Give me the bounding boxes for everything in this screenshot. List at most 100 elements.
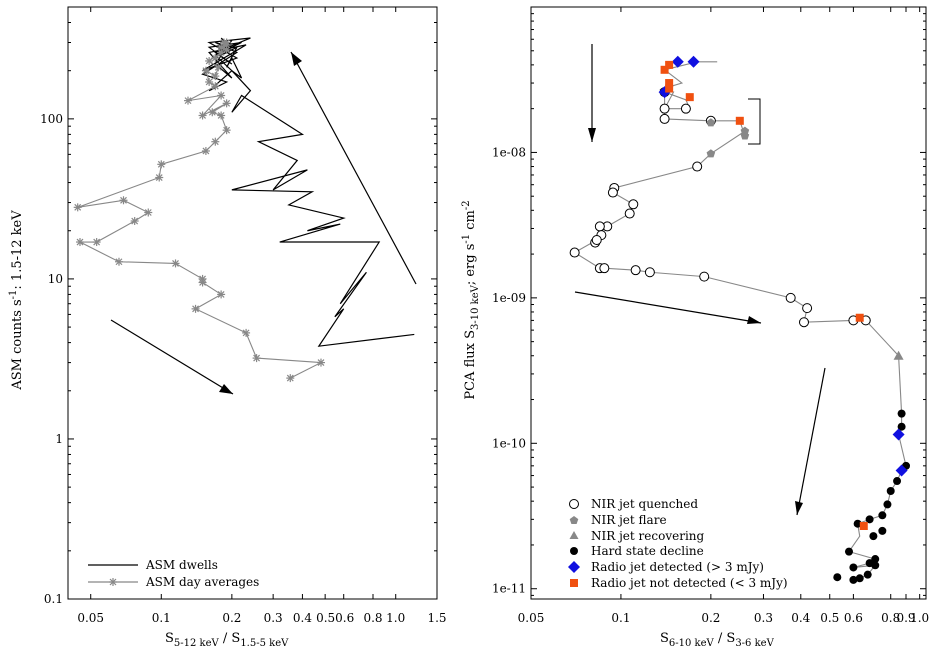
asm-day-average-point [242, 328, 251, 337]
star-stroke [214, 63, 222, 71]
left-xlabel-main: S [165, 631, 174, 646]
right-xlabel-sub2: 3-6 keV [735, 638, 774, 649]
left-xlabel-sub1: 5-12 keV [174, 638, 220, 649]
left-arrow-up [290, 51, 417, 285]
star-stroke [217, 290, 225, 298]
radio-jet-not-detected-3-mjy-point [685, 93, 694, 102]
left-x-tick-label: 0.05 [77, 611, 104, 625]
right-ylabel-sub: 3-10 keV [470, 284, 481, 330]
radio-jet-detected-3-mjy-point [895, 464, 908, 477]
star-stroke [205, 57, 213, 65]
asm-day-average-point [198, 274, 207, 283]
right-arrowhead-down-2 [795, 501, 803, 515]
asm-day-average-point [214, 63, 223, 72]
asm-day-average-point [286, 374, 295, 383]
hard-state-decline-point [871, 561, 880, 570]
hard-state-decline-point [833, 573, 842, 582]
asm-day-average-point [211, 137, 220, 146]
right-x-tick-label: 0.4 [791, 611, 810, 625]
right-legend: NIR jet quenched NIR jet flare NIR jet r… [568, 497, 788, 590]
hard-state-decline-point [897, 422, 906, 431]
asm-day-average-point [201, 146, 210, 155]
legend-label-radio-jet-detected: Radio jet detected (> 3 mJy) [591, 560, 764, 574]
asm-day-average-point [217, 91, 226, 100]
left-x-tick-label: 1.0 [386, 611, 405, 625]
star-stroke [223, 99, 231, 107]
nir-jet-quenched-point [692, 161, 703, 172]
star-stroke [192, 305, 199, 313]
star-stroke [74, 203, 82, 211]
hard-state-decline-point [878, 511, 887, 520]
star-stroke [205, 78, 213, 86]
star-stroke [199, 112, 206, 119]
nir-jet-quenched-point [628, 199, 639, 210]
legend-marker-star [109, 578, 117, 586]
legend-label-nir-jet-flare: NIR jet flare [591, 513, 667, 527]
left-plot-frame [67, 6, 438, 600]
nir-jet-quenched-point [630, 265, 641, 276]
series-asm-day-averages-line [77, 41, 324, 379]
left-x-tick-label: 0.50.6 [316, 611, 354, 625]
asm-day-average-point [114, 257, 123, 266]
left-xlabel-sub2: 1.5-5 keV [240, 638, 289, 649]
hard-state-decline-point [869, 532, 878, 541]
star-stroke [286, 374, 294, 382]
star-stroke [199, 275, 206, 283]
asm-day-average-point [208, 108, 217, 117]
asm-day-average-point [155, 173, 164, 182]
star-stroke [217, 112, 225, 119]
hard-state-decline-point [853, 519, 862, 528]
asm-day-average-point [73, 203, 82, 212]
hard-state-decline-point [883, 500, 892, 509]
nir-jet-quenched-point [594, 221, 605, 232]
nir-jet-quenched-point [569, 247, 580, 258]
star-stroke [76, 238, 84, 246]
right-x-tick-label: 0.1 [611, 611, 630, 625]
right-x-tick-label: 1.0 [910, 611, 929, 625]
hard-state-decline-point [878, 526, 887, 535]
left-data [73, 37, 415, 383]
star-stroke [157, 160, 165, 168]
hard-state-decline-point [855, 574, 864, 583]
star-stroke [115, 258, 123, 266]
asm-day-average-point [92, 238, 101, 247]
asm-day-average-point [252, 354, 261, 363]
left-y-tick-label: 10 [48, 272, 63, 286]
hard-state-decline-point [886, 486, 895, 495]
asm-day-average-point [222, 38, 231, 47]
nir-jet-flare-point [706, 118, 716, 127]
legend-marker-pentagon [569, 516, 579, 524]
right-xlabel-sub1: 6-10 keV [669, 638, 715, 649]
asm-day-average-point [217, 111, 226, 120]
star-stroke [172, 259, 179, 267]
radio-jet-detected-3-mjy-point [687, 55, 700, 68]
right-x-tick-label: 0.8 [881, 611, 900, 625]
right-data [569, 55, 911, 584]
left-y-tick-label: 0.1 [44, 592, 63, 606]
right-x-tick-label: 0.05 [518, 611, 545, 625]
asm-day-average-point [211, 54, 220, 63]
right-annotations [574, 44, 826, 516]
nir-jet-recovering-point [893, 350, 904, 360]
left-arrows [110, 51, 417, 395]
star-stroke [223, 46, 231, 54]
right-y-tick-label: 1e-10 [492, 436, 526, 450]
radio-jet-not-detected-3-mjy-point [665, 79, 674, 88]
hard-state-decline-point [897, 409, 906, 418]
nir-jet-quenched-point [659, 113, 670, 124]
nir-jet-quenched-point [699, 271, 710, 282]
nir-jet-quenched-point [599, 263, 610, 274]
radio-jet-detected-3-mjy-point [892, 428, 905, 441]
radio-jet-not-detected-3-mjy-point [855, 313, 864, 322]
left-y-tick-label: 1 [55, 432, 63, 446]
right-y-tick-label: 1e-09 [492, 291, 526, 305]
right-ylabel-tail: ; erg s [463, 244, 478, 286]
star-stroke [217, 92, 225, 99]
star-stroke [202, 147, 210, 155]
right-y-tick-label: 1e-08 [492, 145, 526, 159]
asm-day-average-point [130, 217, 139, 226]
asm-day-average-point [184, 96, 193, 105]
